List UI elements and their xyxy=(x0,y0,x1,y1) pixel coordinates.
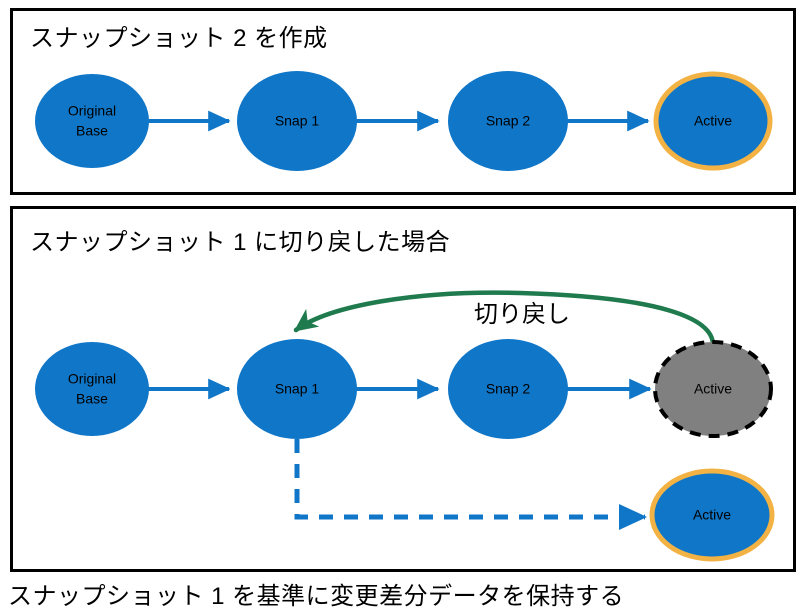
panel-bottom-title: スナップショット 1 に切り戻した場合 xyxy=(30,229,451,256)
node-active-new[interactable]: Active xyxy=(649,468,775,562)
node-label: Snap 2 xyxy=(486,381,531,397)
node-label-line1: Original xyxy=(68,103,116,119)
node-active-top[interactable]: Active xyxy=(653,71,773,171)
node-label: Active xyxy=(694,113,732,129)
node-shape-ellipse xyxy=(35,342,149,436)
node-shape-ellipse-highlighted xyxy=(653,71,773,171)
node-shape-ellipse xyxy=(237,71,357,171)
node-label: Snap 1 xyxy=(275,381,320,397)
node-original-base-bottom[interactable]: Original Base xyxy=(35,342,149,436)
arrow-rollback-curve xyxy=(293,290,716,348)
node-label: Active xyxy=(693,507,731,523)
node-label-line2: Base xyxy=(76,391,108,407)
panel-top-title: スナップショット 2 を作成 xyxy=(30,25,328,52)
node-snap2-top[interactable]: Snap 2 xyxy=(448,71,568,171)
node-shape-ellipse xyxy=(237,339,357,439)
rollback-label: 切り戻し xyxy=(474,301,570,328)
node-snap1-bottom[interactable]: Snap 1 xyxy=(237,339,357,439)
node-snap2-bottom[interactable]: Snap 2 xyxy=(448,339,568,439)
node-shape-ellipse-highlighted xyxy=(649,468,775,562)
node-shape-ellipse xyxy=(448,339,568,439)
node-label: Active xyxy=(694,381,732,397)
node-shape-ellipse xyxy=(448,71,568,171)
node-label-line1: Original xyxy=(68,371,116,387)
node-label: Snap 2 xyxy=(486,113,531,129)
arrow-snap1-to-active-new-dashed xyxy=(294,439,648,530)
node-shape-ellipse xyxy=(35,74,149,168)
node-label-line2: Base xyxy=(76,123,108,139)
node-label: Snap 1 xyxy=(275,113,320,129)
node-shape-ellipse-dashed xyxy=(653,340,773,438)
node-snap1-top[interactable]: Snap 1 xyxy=(237,71,357,171)
node-original-base-top[interactable]: Original Base xyxy=(35,74,149,168)
node-active-discarded[interactable]: Active xyxy=(653,340,773,438)
